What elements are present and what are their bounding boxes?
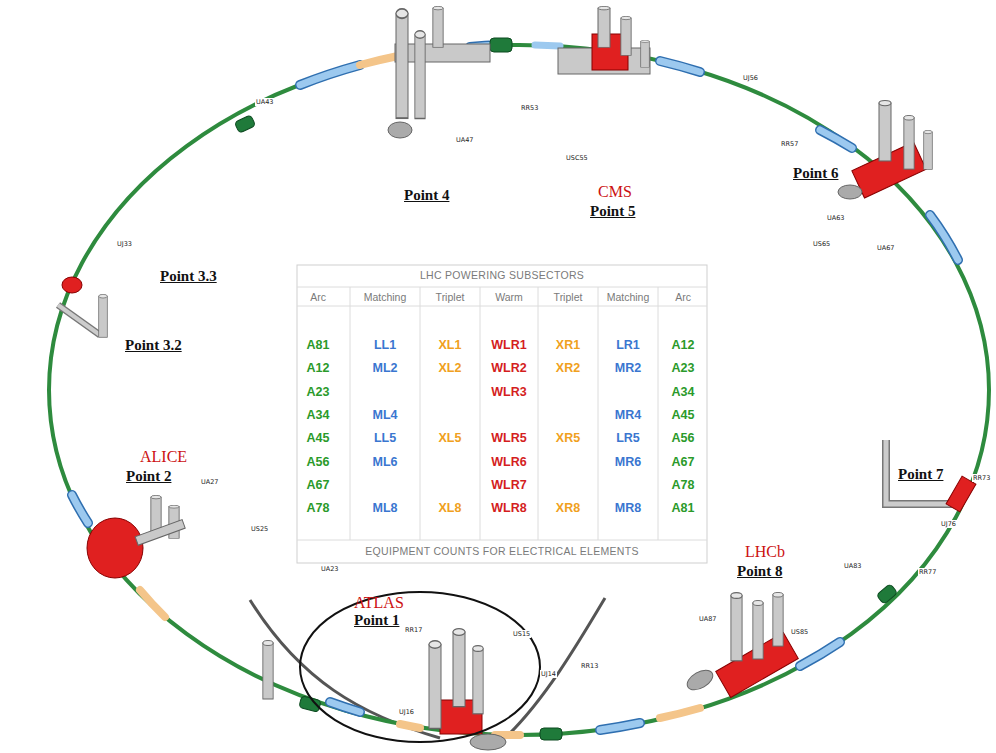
table-cell: ML4	[373, 408, 398, 422]
table-cell: A45	[672, 408, 695, 422]
table-cell: MR6	[615, 455, 641, 469]
table-cell: XL1	[439, 338, 462, 352]
cavern-label: UA23	[320, 565, 339, 573]
point-label: Point 7	[898, 466, 943, 483]
point-label: Point 3.3	[160, 268, 217, 285]
table-cell: MR4	[615, 408, 641, 422]
table-cell: ML2	[373, 361, 398, 375]
node-text: Point 1	[354, 612, 399, 629]
table-cell: MR2	[615, 361, 641, 375]
point-label: Point 2	[126, 468, 171, 485]
cavern-label: US15	[512, 630, 531, 638]
table-cell: WLR6	[491, 455, 526, 469]
cavern-label: UA43	[255, 98, 274, 106]
table-cell: A81	[672, 501, 695, 515]
table-cell: A56	[307, 455, 330, 469]
node-text: LHC POWERING SUBSECTORS	[420, 269, 584, 281]
experiment-name: LHCb	[745, 543, 785, 561]
table-cell: A12	[307, 361, 330, 375]
cavern-label: UA27	[200, 478, 219, 486]
table-header: Arc	[675, 291, 691, 303]
table-cell: A78	[307, 501, 330, 515]
cavern-label: RR73	[972, 474, 991, 482]
table-cell: XR5	[556, 431, 580, 445]
table-cell: A81	[307, 338, 330, 352]
table-cell: A67	[307, 478, 330, 492]
table-panel: LHC POWERING SUBSECTORS EQUIPMENT COUNTS …	[297, 265, 707, 563]
table-cell: A56	[672, 431, 695, 445]
table-header: Matching	[364, 291, 407, 303]
table-cell: A23	[672, 361, 695, 375]
table-cell: WLR8	[491, 501, 526, 515]
cavern-label: US25	[250, 525, 269, 533]
cavern-label: RR57	[780, 140, 799, 148]
table-cell: A12	[672, 338, 695, 352]
cavern-label: UA67	[876, 244, 895, 252]
table-cell: XR8	[556, 501, 580, 515]
table-header: Arc	[310, 291, 326, 303]
table-cell: A23	[307, 385, 330, 399]
cavern-label: UA63	[826, 214, 845, 222]
ellipse-outline	[298, 590, 542, 744]
table-cell: LL1	[374, 338, 396, 352]
table-cell: WLR7	[491, 478, 526, 492]
node-text: ATLAS	[354, 594, 404, 612]
table-header: Matching	[607, 291, 650, 303]
point-label: Point 3.2	[125, 337, 182, 354]
table-cell: LR5	[616, 431, 640, 445]
table-cell: A45	[307, 431, 330, 445]
cavern-label: UA83	[843, 562, 862, 570]
table-cell: LR1	[616, 338, 640, 352]
cavern-label: RR17	[404, 626, 423, 634]
table-cell: XL5	[439, 431, 462, 445]
table-cell: WLR5	[491, 431, 526, 445]
table-cell: XL8	[439, 501, 462, 515]
cavern-label: UA47	[455, 136, 474, 144]
point-label: Point 8	[737, 563, 782, 580]
cavern-label: RR53	[520, 104, 539, 112]
table-cell: XL2	[439, 361, 462, 375]
node-text: EQUIPMENT COUNTS FOR ELECTRICAL ELEMENTS	[365, 545, 638, 557]
table-header: Triplet	[554, 291, 583, 303]
table-cell: A34	[672, 385, 695, 399]
cavern-label: RR13	[580, 662, 599, 670]
cavern-label: US65	[812, 240, 831, 248]
table-cell: XR2	[556, 361, 580, 375]
table-cell: LL5	[374, 431, 396, 445]
cavern-label: USC55	[565, 154, 589, 162]
table-cell: ML6	[373, 455, 398, 469]
table-cell: XR1	[556, 338, 580, 352]
table-cell: A67	[672, 455, 695, 469]
table-cell: ML8	[373, 501, 398, 515]
experiment-name: CMS	[598, 183, 632, 201]
table-header: Warm	[495, 291, 523, 303]
cavern-label: RR77	[918, 568, 937, 576]
table-cell: A78	[672, 478, 695, 492]
table-cell: WLR1	[491, 338, 526, 352]
point-label: Point 6	[793, 165, 838, 182]
table-cell: WLR2	[491, 361, 526, 375]
cavern-label: UJ33	[116, 240, 133, 248]
cavern-label: UJ16	[398, 708, 415, 716]
point-label: Point 5	[590, 203, 635, 220]
cavern-label: UJ76	[940, 520, 957, 528]
table-cell: WLR3	[491, 385, 526, 399]
experiment-name: ALICE	[140, 448, 187, 466]
cavern-label: US85	[790, 628, 809, 636]
table-cell: A34	[307, 408, 330, 422]
point-label: Point 4	[404, 187, 449, 204]
cavern-label: UA87	[698, 615, 717, 623]
highlight-ellipse: ATLASPoint 1	[298, 590, 542, 744]
cavern-label: UJ14	[540, 670, 557, 678]
cavern-label: UJ56	[742, 74, 759, 82]
table-header: Triplet	[436, 291, 465, 303]
table-cell: MR8	[615, 501, 641, 515]
